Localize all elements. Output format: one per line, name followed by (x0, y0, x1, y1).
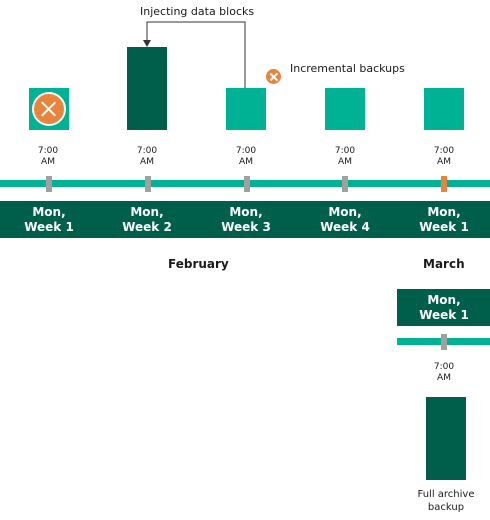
day-label-week2: Mon,Week 2 (122, 205, 172, 234)
full-backup-block-week2 (127, 47, 167, 130)
timeline-tick-3 (244, 176, 250, 192)
day-label-march-week1: Mon,Week 1 (419, 205, 469, 234)
deleted-x-icon (32, 92, 66, 126)
injecting-arrow-icon (143, 21, 246, 88)
archive-day-label: Mon,Week 1 (419, 293, 469, 322)
day-band (0, 201, 490, 238)
archive-day-band (397, 289, 490, 326)
injecting-data-blocks-label: Injecting data blocks (140, 5, 255, 18)
month-label-february: February (168, 257, 229, 271)
timeline-tick-2 (145, 176, 151, 192)
full-archive-backup-block (426, 397, 466, 480)
day-label-week3: Mon,Week 3 (221, 205, 271, 234)
incremental-x-icon (266, 69, 281, 84)
day-label-week4: Mon,Week 4 (320, 205, 370, 234)
timeline-tick-4 (342, 176, 348, 192)
incremental-backups-label: Incremental backups (290, 62, 405, 75)
incremental-block-march-week1 (424, 88, 464, 130)
backup-block-week1-deleted (29, 88, 69, 130)
archive-timeline-tick (441, 334, 447, 350)
incremental-block-week4 (325, 88, 365, 130)
month-label-march: March (423, 257, 465, 271)
day-label-week1: Mon,Week 1 (24, 205, 74, 234)
timeline-tick-current (441, 176, 447, 192)
incremental-block-week3 (226, 88, 266, 130)
timeline-tick-1 (46, 176, 52, 192)
